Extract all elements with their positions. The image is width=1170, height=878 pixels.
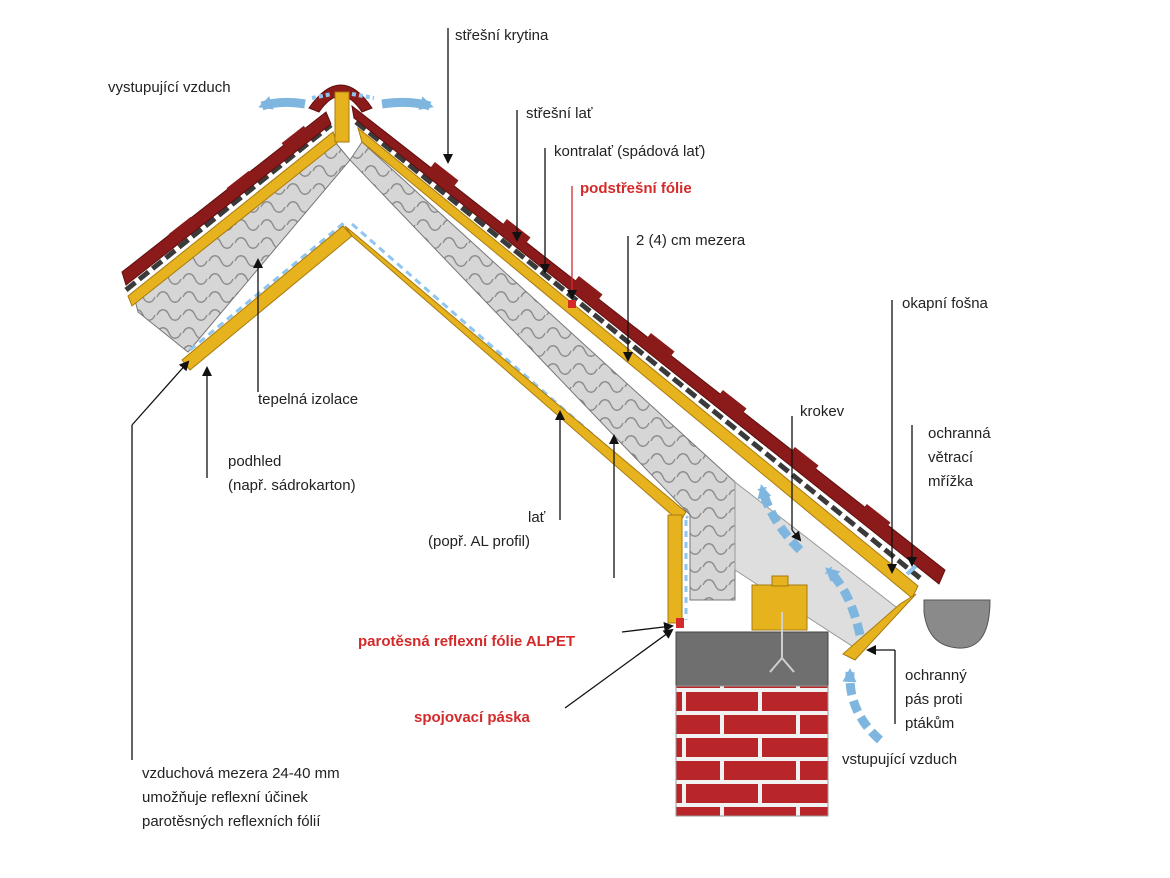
label-roof-batten: střešní lať [526, 105, 593, 122]
label-roof-covering: střešní krytina [455, 27, 549, 44]
ridge-vent-left [311, 92, 333, 100]
label-vapor-foil: parotěsná reflexní fólie ALPET [358, 633, 575, 650]
air-flow [757, 484, 884, 744]
label-batten-line1: lať [528, 509, 546, 526]
label-rafter: krokev [800, 403, 845, 420]
right-ceiling-board [344, 225, 687, 523]
ridge-vent-right [351, 92, 375, 100]
air-rise-arrow-2 [757, 484, 804, 554]
labels: vystupující vzduch střešní krytina střeš… [108, 27, 991, 830]
brick-wall [675, 685, 829, 817]
ridge-tile [308, 84, 373, 113]
label-gap: 2 (4) cm mezera [636, 232, 746, 249]
label-air-gap-line2: umožňuje reflexní účinek [142, 789, 308, 806]
left-tiles [121, 111, 332, 286]
wall-plate-top [771, 575, 789, 587]
ridge [258, 84, 434, 143]
left-inner-foil [189, 220, 346, 352]
air-out-arrow-left [258, 96, 306, 111]
right-wood-layer [357, 126, 919, 599]
label-vent-grille-line3: mřížka [928, 473, 974, 490]
anchor [769, 612, 795, 673]
ridge-beam [334, 91, 350, 143]
air-rise-arrow-1 [824, 566, 865, 636]
air-out-arrow-right [381, 96, 434, 111]
wall [568, 300, 829, 817]
label-joining-tape: spojovací páska [414, 709, 531, 726]
gutter [923, 599, 991, 649]
right-membrane [354, 120, 922, 580]
label-thermal-insulation: tepelná izolace [258, 391, 358, 408]
label-air-gap-line3: parotěsných reflexních fólií [142, 813, 321, 830]
vertical-batten [667, 514, 683, 624]
right-roof-slope [344, 104, 991, 661]
vent-grille [905, 564, 918, 576]
label-bird-strip-line2: pás proti [905, 691, 963, 708]
left-membrane [124, 123, 333, 292]
underlay-foil-mark [568, 300, 576, 308]
label-bird-strip-line3: ptákům [905, 715, 954, 732]
label-batten-line2: (popř. AL profil) [428, 533, 530, 550]
label-air-out: vystupující vzduch [108, 79, 231, 96]
label-air-gap-line1: vzduchová mezera 24-40 mm [142, 765, 340, 782]
eaves-board [842, 593, 917, 661]
concrete-beam [675, 631, 829, 687]
label-ceiling-line2: (např. sádrokarton) [228, 477, 356, 494]
left-roof-slope [121, 111, 353, 371]
label-eaves-board: okapní fošna [902, 295, 989, 312]
label-air-in: vstupující vzduch [842, 751, 957, 768]
wall-plate [751, 584, 808, 631]
joining-tape-mark [676, 618, 684, 628]
leader-lines [131, 28, 917, 760]
label-ceiling-line1: podhled [228, 453, 281, 470]
label-vent-grille-line2: větrací [928, 449, 974, 466]
left-wood-layer [127, 131, 338, 307]
label-counter-batten: kontralať (spádová lať) [554, 143, 705, 160]
label-vent-grille-line1: ochranná [928, 425, 991, 442]
label-underlay-foil: podstřešní fólie [580, 180, 692, 197]
air-in-arrow [842, 668, 884, 744]
label-bird-strip-line1: ochranný [905, 667, 967, 684]
